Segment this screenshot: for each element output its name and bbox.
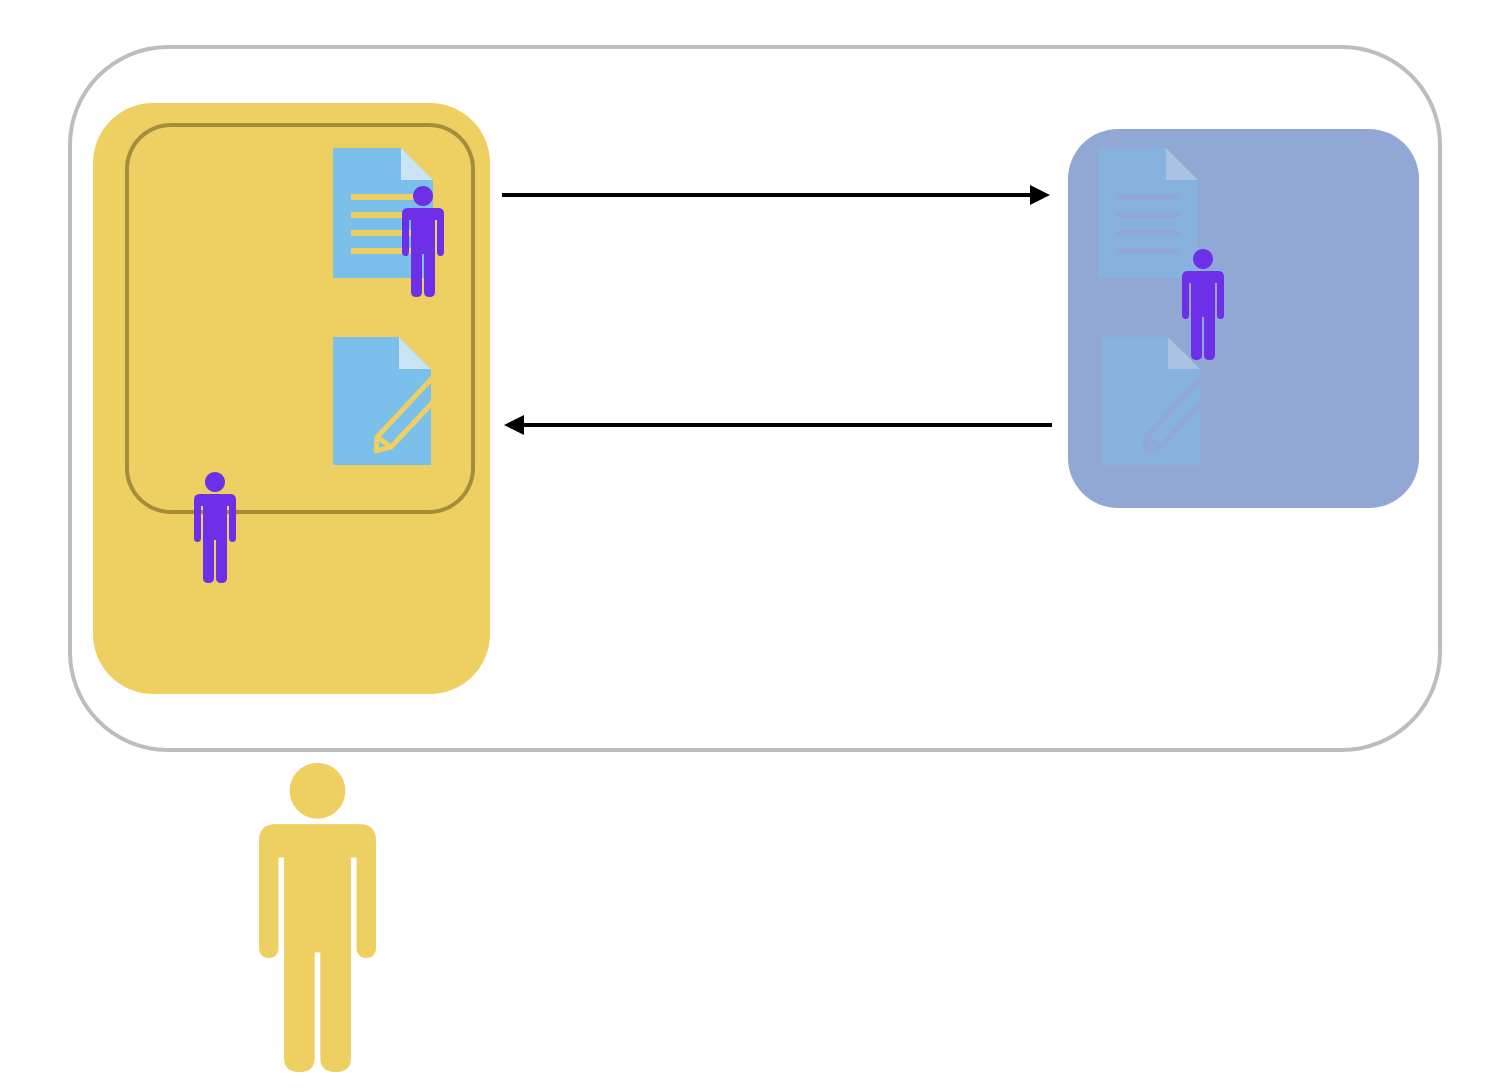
right-panel: [1068, 129, 1419, 508]
person-icon: [194, 472, 236, 583]
document-icon: [1098, 148, 1198, 278]
edit-document-icon: [1102, 337, 1221, 465]
person-icon: [1182, 249, 1224, 360]
edit-document-icon: [333, 337, 452, 465]
person-icon: [402, 186, 444, 297]
person-icon: [259, 762, 376, 1073]
inner-frame: [125, 123, 475, 514]
